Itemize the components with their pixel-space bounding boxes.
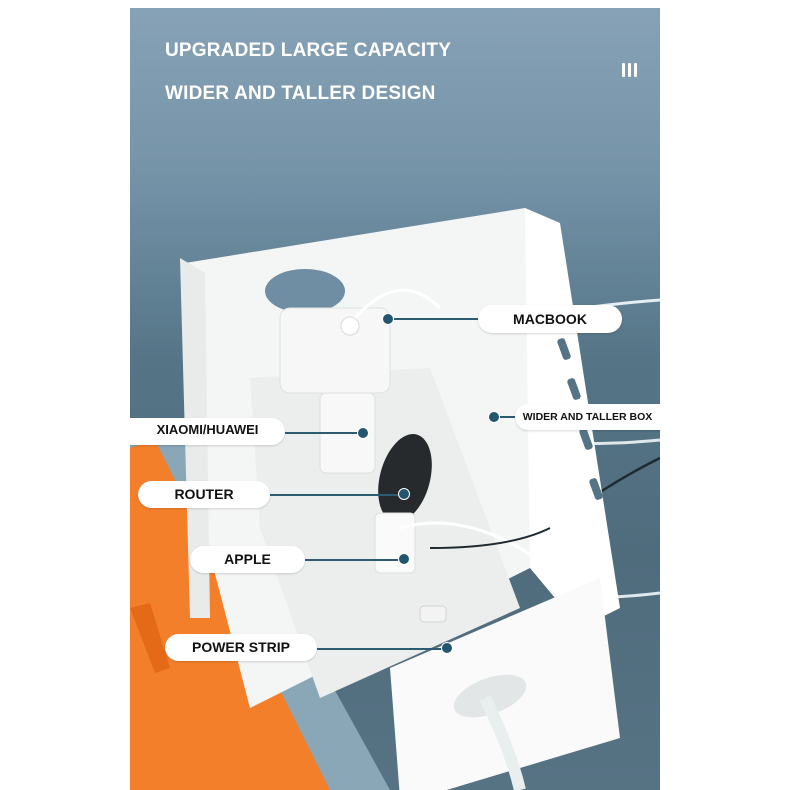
leader-line-power-strip (317, 648, 442, 650)
callout-dot-apple (398, 553, 410, 565)
callout-label-xiaomi-huawei: XIAOMI/HUAWEI (130, 418, 285, 445)
scene-illustration (130, 208, 660, 790)
background-wall (130, 8, 660, 208)
headline-line-2: WIDER AND TALLER DESIGN (165, 83, 436, 104)
headline-line-1: UPGRADED LARGE CAPACITY (165, 40, 452, 61)
callout-label-macbook: MACBOOK (478, 305, 622, 333)
leader-line-router (270, 494, 400, 496)
product-photo: UPGRADED LARGE CAPACITY WIDER AND TALLER… (130, 8, 660, 790)
leader-line-macbook (394, 318, 478, 320)
callout-dot-macbook (382, 313, 394, 325)
callout-label-power-strip: POWER STRIP (165, 634, 317, 661)
callout-dot-router (398, 488, 410, 500)
leader-line-apple (305, 559, 398, 561)
leader-line-wider-box (500, 416, 525, 418)
menu-bars-icon (622, 63, 638, 77)
leader-line-xiaomi-huawei (285, 432, 357, 434)
callout-dot-wider-box (488, 411, 500, 423)
callout-dot-power-strip (441, 642, 453, 654)
callout-label-wider-box: WIDER AND TALLER BOX (515, 404, 660, 430)
callout-label-apple: APPLE (190, 546, 305, 573)
callout-label-router: ROUTER (138, 481, 270, 508)
callout-dot-xiaomi-huawei (357, 427, 369, 439)
